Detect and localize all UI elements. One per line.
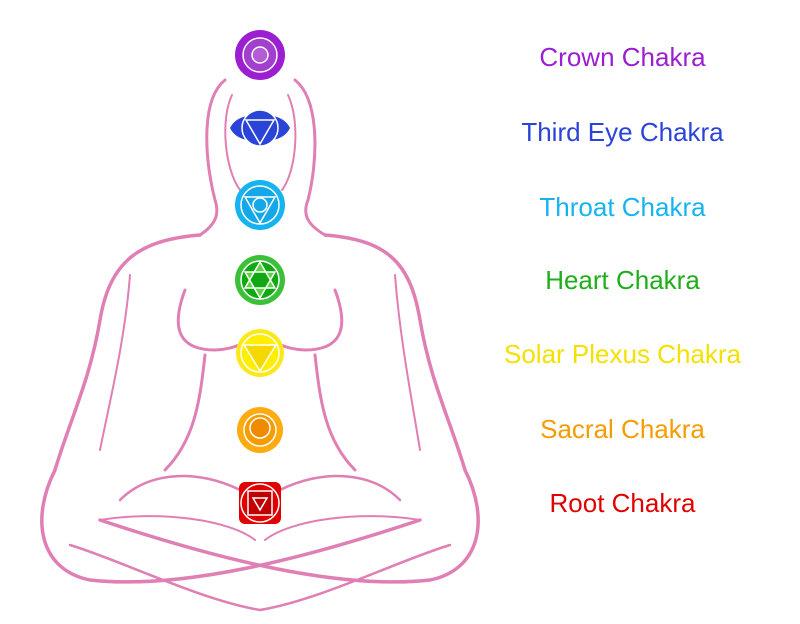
heart-chakra-icon	[235, 255, 285, 305]
crown-chakra-icon	[235, 30, 285, 80]
label-solar-plexus-chakra: Solar Plexus Chakra	[504, 339, 741, 369]
throat-chakra-icon	[235, 180, 285, 230]
third-eye-chakra-icon	[230, 109, 290, 147]
label-crown-chakra: Crown Chakra	[539, 42, 706, 72]
sacral-chakra-icon	[237, 407, 283, 453]
root-chakra-icon	[239, 482, 281, 524]
label-heart-chakra: Heart Chakra	[545, 265, 700, 295]
label-sacral-chakra: Sacral Chakra	[540, 414, 705, 444]
label-third-eye-chakra: Third Eye Chakra	[521, 117, 724, 147]
label-throat-chakra: Throat Chakra	[539, 192, 706, 222]
label-root-chakra: Root Chakra	[549, 488, 696, 518]
solar-plexus-chakra-icon	[236, 329, 284, 377]
